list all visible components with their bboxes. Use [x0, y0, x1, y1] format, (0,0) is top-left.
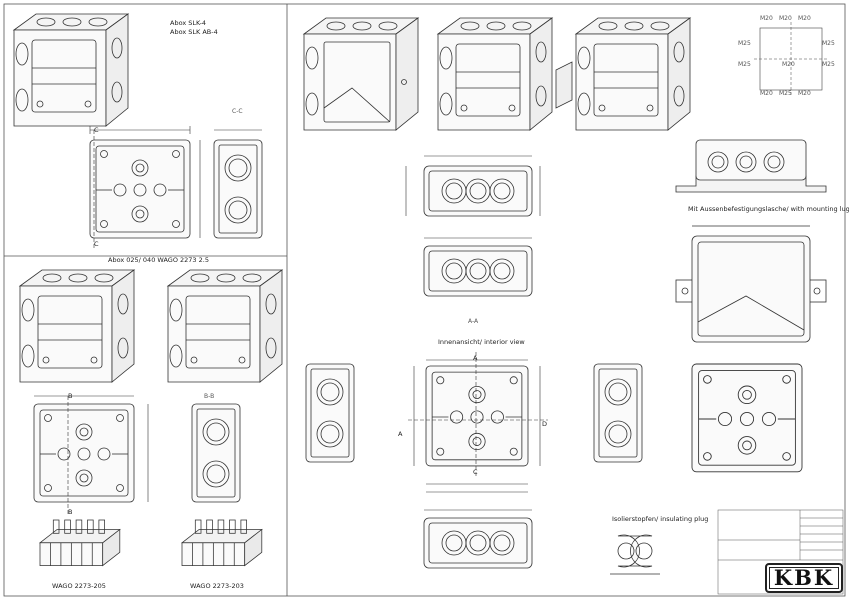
section-aa-view — [423, 245, 533, 297]
title-abox-slk: Abox SLK-4 — [170, 19, 207, 27]
section-marker-a-left: A — [398, 430, 403, 438]
label-wago-2273-203: WAGO 2273-203 — [190, 582, 244, 590]
section-label-aa: A-A — [468, 318, 479, 325]
interior-view-dimensions — [408, 352, 548, 493]
bottom-front-view — [423, 517, 533, 569]
section-marker-a-top: A — [473, 354, 478, 362]
section-marker-b-top: B — [68, 392, 73, 400]
label-mounting-lug: Mit Aussenbefestigungslasche/ with mount… — [688, 205, 849, 213]
mounting-lug-front-view — [675, 139, 827, 193]
mounting-lug-top-view — [675, 225, 827, 343]
entry-left-2: M25 — [738, 61, 751, 68]
kbk-logo: KBK — [765, 563, 843, 593]
box-open-lug-iso-view — [575, 17, 691, 131]
abox-wago-top-view — [33, 403, 135, 503]
label-interior-view: Innenansicht/ interior view — [438, 338, 525, 346]
interior-side-view-right — [593, 363, 643, 463]
interior-side-view-left — [305, 363, 355, 463]
abox-slk-dimensions — [89, 126, 262, 250]
entry-top-3: M20 — [798, 15, 811, 22]
section-marker-c-top: C — [94, 126, 99, 134]
interior-top-view — [425, 365, 529, 467]
sheet-border — [3, 3, 846, 597]
interior-top-view-rotated — [691, 363, 803, 473]
cable-entry-diagram — [754, 22, 828, 96]
title-block — [717, 509, 844, 595]
insulating-plug-drawing — [610, 534, 660, 575]
entry-right-1: M25 — [822, 40, 835, 47]
label-insulating-plug: Isolierstopfen/ insulating plug — [612, 515, 709, 523]
mounting-lug-detail — [555, 61, 573, 109]
abox-wago-iso-view-left — [19, 269, 135, 383]
abox-wago-dimensions — [34, 395, 149, 516]
front-view — [423, 165, 533, 217]
box-with-lid-iso-view — [303, 17, 419, 131]
section-marker-c: C — [473, 468, 478, 476]
abox-wago-section-bb — [191, 403, 241, 503]
abox-slk-iso-view — [13, 13, 129, 127]
section-label-cc: C-C — [232, 108, 243, 115]
title-abox-wago: Abox 025/ 040 WAGO 2273 2.5 — [108, 256, 209, 264]
box-open-iso-view — [437, 17, 553, 131]
entry-top-2: M20 — [779, 15, 792, 22]
section-marker-d: D — [542, 420, 548, 428]
entry-bottom-2: M25 — [779, 90, 792, 97]
section-label-bb: B-B — [204, 393, 215, 400]
entry-bottom-1: M20 — [760, 90, 773, 97]
section-marker-c-bottom: C — [94, 240, 99, 248]
entry-right-2: M25 — [822, 61, 835, 68]
abox-wago-iso-view-right — [167, 269, 283, 383]
abox-slk-section-cc — [213, 139, 263, 239]
entry-top-1: M20 — [760, 15, 773, 22]
wago-2273-205-terminal — [39, 519, 121, 566]
front-view-dimensions — [405, 155, 541, 511]
title-abox-slk-ab: Abox SLK AB-4 — [170, 28, 218, 36]
label-wago-2273-205: WAGO 2273-205 — [52, 582, 106, 590]
wago-2273-203-terminal — [181, 519, 263, 566]
entry-center: M20 — [782, 61, 795, 68]
section-marker-b-bottom: B — [68, 508, 73, 516]
abox-slk-top-view — [89, 139, 191, 239]
entry-left-1: M25 — [738, 40, 751, 47]
entry-bottom-3: M20 — [798, 90, 811, 97]
